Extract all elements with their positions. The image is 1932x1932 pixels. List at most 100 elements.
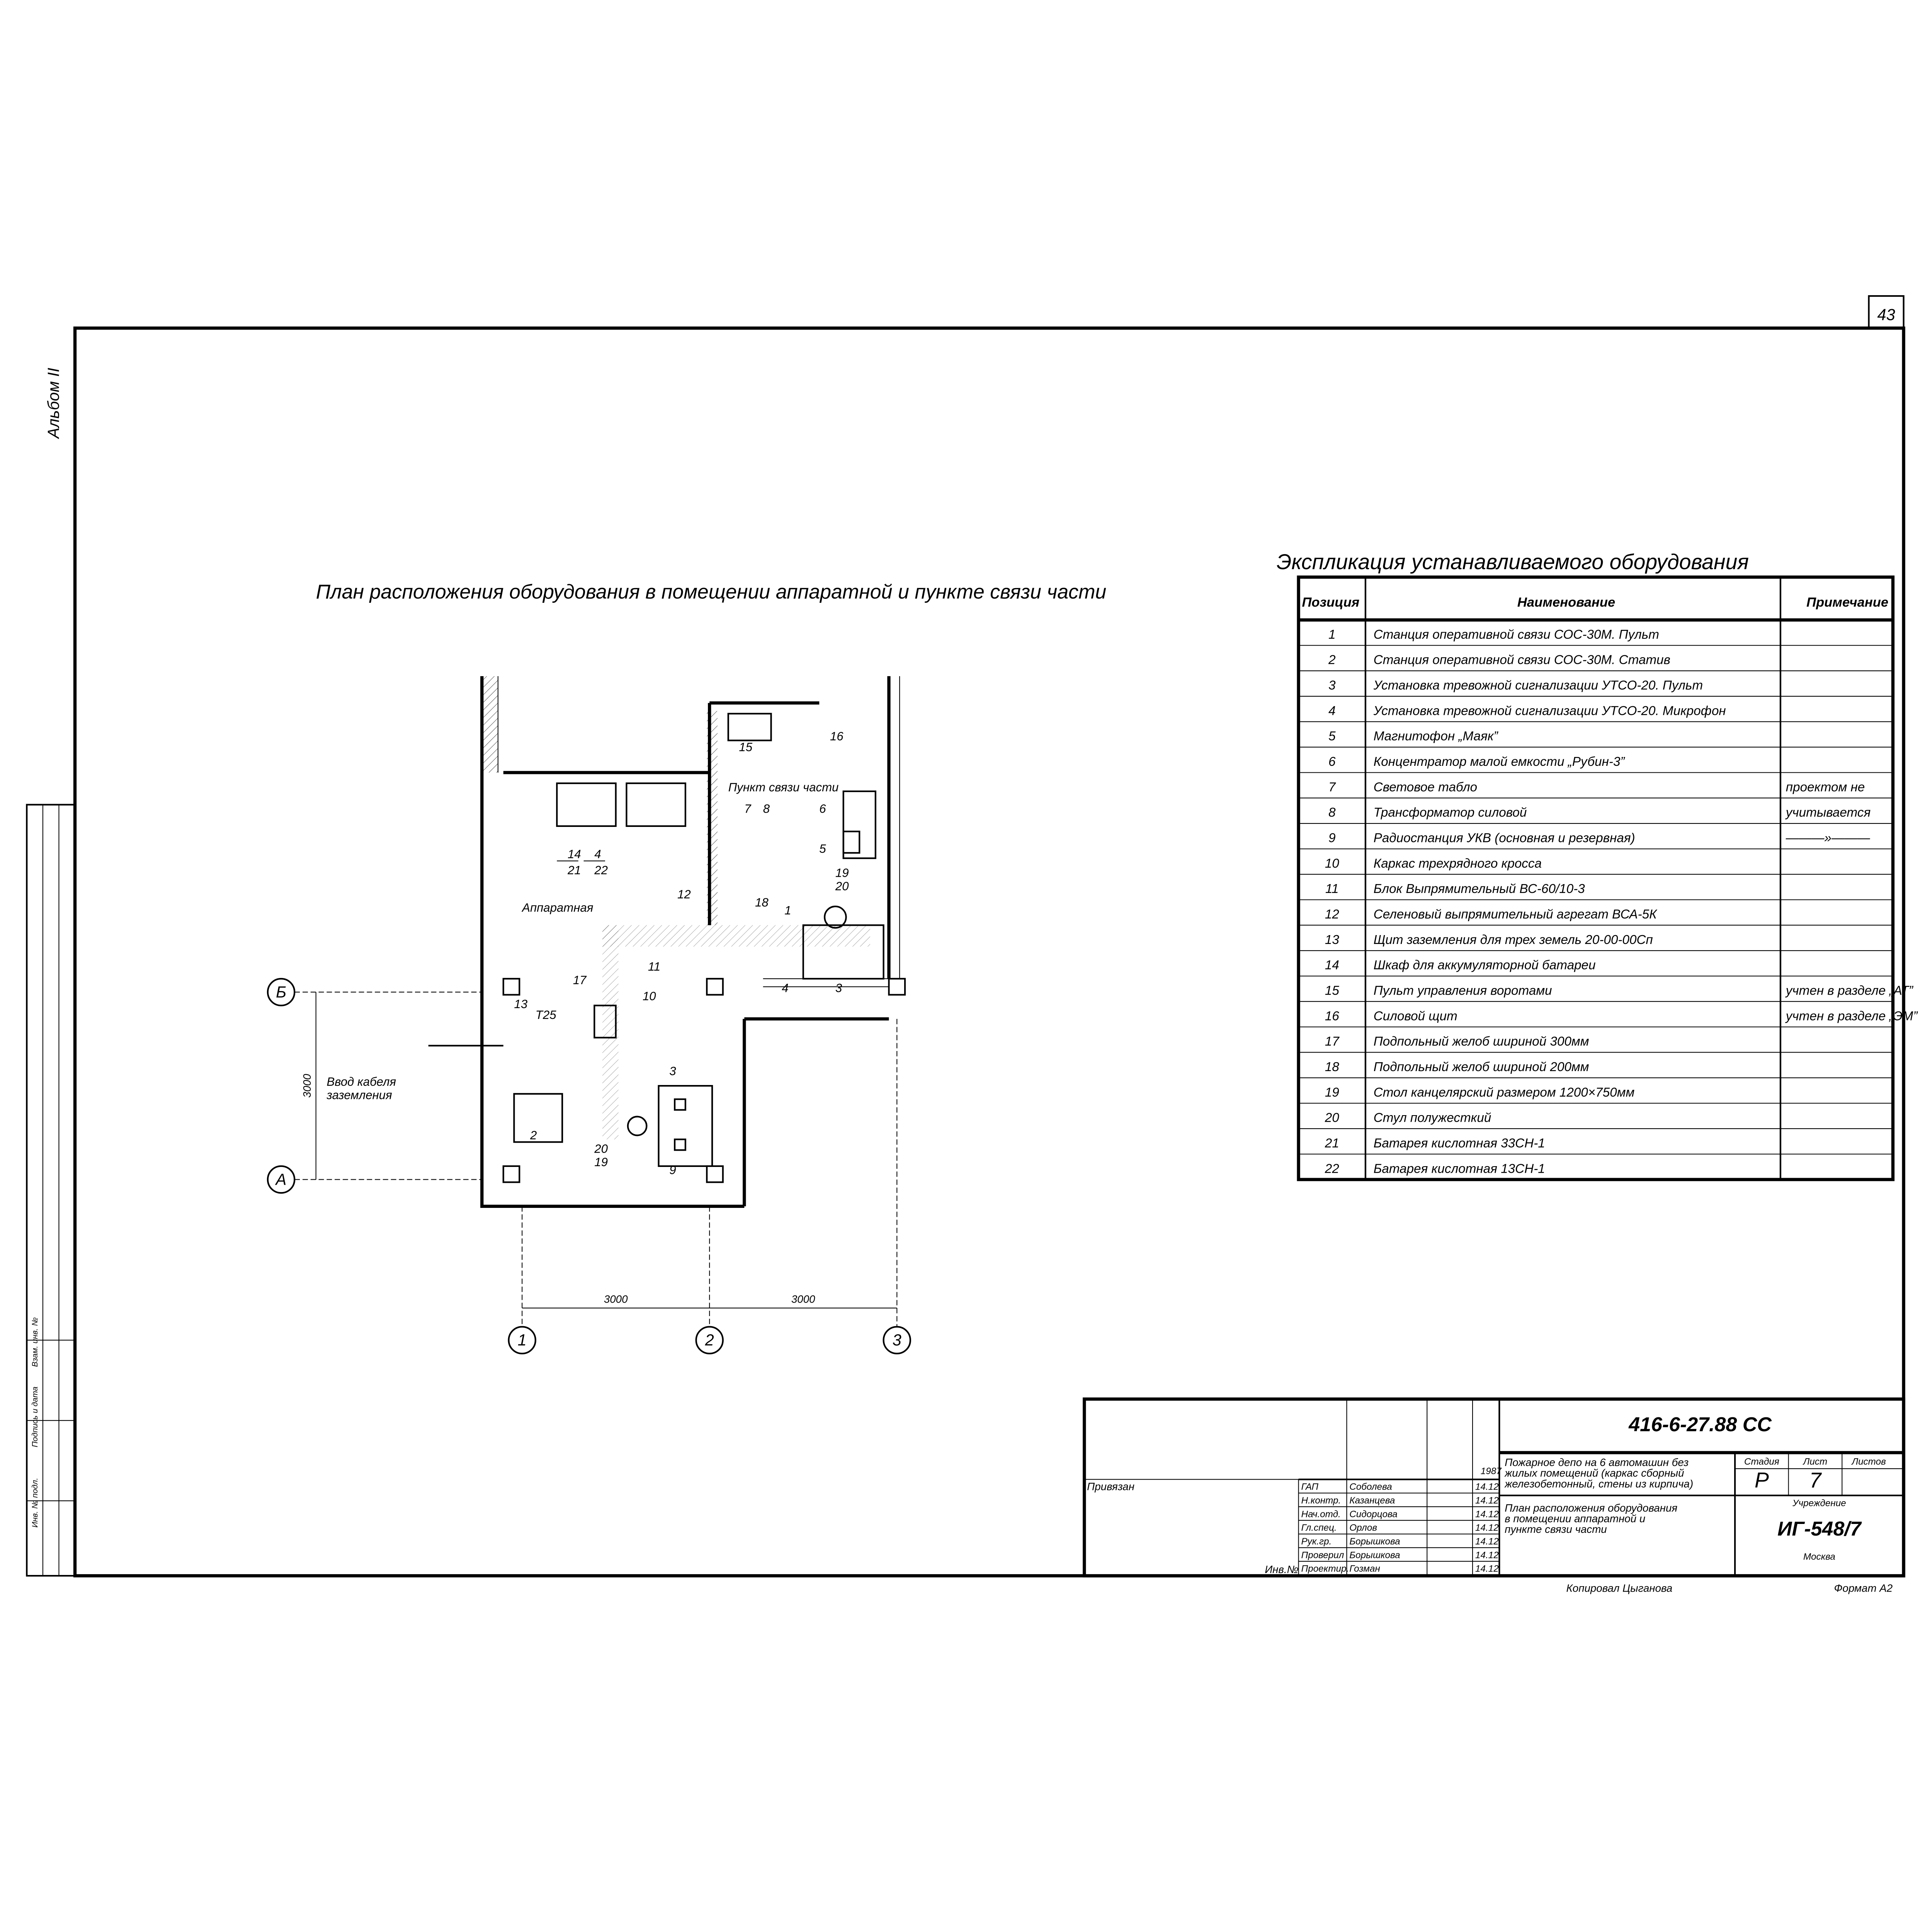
explication-table[interactable]: Экспликация устанавливаемого оборудовани… [1277,550,1918,1181]
table-cell-id[interactable]: 21 [1325,1136,1339,1150]
table-cell-name[interactable]: Концентратор малой емкости „Рубин-3” [1374,755,1626,769]
svg-text:железобетонный, стены из кирпи: железобетонный, стены из кирпича) [1504,1478,1693,1490]
svg-text:3000: 3000 [791,1293,815,1305]
svg-text:17: 17 [573,973,587,987]
svg-text:Учреждение: Учреждение [1792,1498,1846,1509]
svg-text:ИГ-548/7: ИГ-548/7 [1777,1518,1862,1540]
table-cell-id[interactable]: 8 [1328,806,1336,820]
table-cell-name[interactable]: Станция оперативной связи СОС-30М. Пульт [1374,628,1659,642]
table-cell-id[interactable]: 15 [1325,983,1339,998]
svg-text:18: 18 [755,896,769,909]
table-cell-id[interactable]: 7 [1328,780,1336,794]
sig-name: Соболева [1349,1482,1392,1492]
sig-role: Н.контр. [1301,1495,1341,1506]
svg-text:20: 20 [594,1142,608,1155]
sig-date: 14.12 [1475,1550,1499,1560]
table-cell-name[interactable]: Стул полужесткий [1374,1111,1492,1125]
svg-text:416-6-27.88 СС: 416-6-27.88 СС [1628,1413,1772,1436]
svg-text:3000: 3000 [604,1293,628,1305]
sig-name: Борышкова [1349,1536,1400,1547]
table-cell-name[interactable]: Подпольный желоб шириной 300мм [1374,1034,1589,1049]
table-cell-id[interactable]: 4 [1328,704,1336,718]
table-cell-name[interactable]: Установка тревожной сигнализации УТСО-20… [1373,704,1726,718]
table-cell-id[interactable]: 1 [1328,628,1336,642]
table-cell-name[interactable]: Селеновый выпрямительный агрегат ВСА-5К [1374,907,1658,922]
svg-text:19: 19 [594,1155,608,1169]
svg-text:20: 20 [835,879,849,893]
table-cell-id[interactable]: 17 [1325,1034,1340,1049]
sig-name: Борышкова [1349,1550,1400,1560]
svg-text:Листов: Листов [1851,1457,1886,1467]
table-cell-name[interactable]: Трансформатор силовой [1374,806,1527,820]
drawing-border [73,326,1905,1578]
table-cell-note[interactable]: учтен в разделе „ЭМ” [1785,1009,1918,1023]
table-cell-id[interactable]: 10 [1325,856,1339,871]
table-cell-id[interactable]: 22 [1325,1162,1339,1176]
svg-text:План расположения оборудования: План расположения оборудования [1505,1502,1677,1514]
table-cell-note[interactable]: проектом не [1786,780,1865,794]
svg-text:Пункт связи части: Пункт связи части [728,781,839,794]
svg-text:3: 3 [893,1331,901,1349]
table-cell-name[interactable]: Батарея кислотная 13СН-1 [1374,1162,1545,1176]
sig-role: Проектир. [1301,1564,1349,1574]
table-cell-note[interactable]: учтен в разделе „АТ” [1785,983,1914,998]
table-cell-id[interactable]: 12 [1325,907,1339,922]
table-cell-name[interactable]: Силовой щит [1374,1009,1458,1023]
svg-text:Р: Р [1755,1468,1769,1492]
table-cell-note[interactable]: учитывается [1785,806,1871,820]
plan-title: План расположения оборудования в помещен… [316,581,1107,603]
table-cell-id[interactable]: 11 [1325,882,1339,896]
svg-text:12: 12 [677,888,691,901]
table-cell-id[interactable]: 5 [1328,729,1336,743]
table-cell-id[interactable]: 14 [1325,958,1339,973]
table-cell-name[interactable]: Каркас трехрядного кросса [1374,856,1542,871]
svg-text:3000: 3000 [301,1074,313,1098]
sig-date: 14.12 [1475,1536,1499,1547]
table-cell-id[interactable]: 2 [1328,653,1336,667]
table-cell-name[interactable]: Блок Выпрямительный ВС-60/10-3 [1374,882,1585,896]
table-cell-name[interactable]: Установка тревожной сигнализации УТСО-20… [1373,679,1703,693]
table-cell-note[interactable]: ———»——— [1786,831,1871,845]
svg-text:4: 4 [594,847,601,861]
svg-text:заземления: заземления [326,1088,392,1102]
table-cell-name[interactable]: Радиостанция УКВ (основная и резервная) [1374,831,1635,845]
table-cell-id[interactable]: 3 [1328,679,1336,693]
table-cell-id[interactable]: 16 [1325,1009,1339,1023]
left-stamp-area: Альбом II Инв. № подл. Подпись и дата Вз… [26,367,76,1577]
sig-name: Орлов [1349,1523,1377,1533]
sig-date: 14.12 [1475,1482,1499,1492]
table-cell-id[interactable]: 19 [1325,1085,1339,1100]
svg-text:пункте связи части: пункте связи части [1505,1523,1607,1535]
svg-text:3: 3 [669,1064,676,1078]
table-cell-name[interactable]: Шкаф для аккумуляторной батареи [1374,958,1596,973]
table-cell-name[interactable]: Подпольный желоб шириной 200мм [1374,1060,1589,1074]
svg-text:Стадия: Стадия [1744,1457,1779,1467]
sig-role: Проверил [1301,1550,1344,1560]
table-cell-name[interactable]: Магнитофон „Маяк” [1374,729,1499,743]
page-num-box [1868,295,1905,329]
table-cell-name[interactable]: Станция оперативной связи СОС-30М. Стати… [1374,653,1670,667]
svg-text:4: 4 [782,981,788,995]
sig-date: 14.12 [1475,1564,1499,1574]
svg-text:7: 7 [744,802,752,815]
table-cell-id[interactable]: 20 [1325,1111,1339,1125]
table-cell-id[interactable]: 13 [1325,933,1339,947]
table-cell-name[interactable]: Щит заземления для трех земель 20-00-00С… [1374,933,1653,947]
svg-text:жилых помещений (каркас сборны: жилых помещений (каркас сборный [1504,1467,1684,1479]
table-cell-id[interactable]: 6 [1328,755,1336,769]
table-cell-name[interactable]: Световое табло [1374,780,1477,794]
svg-text:А: А [275,1170,287,1188]
table-cell-id[interactable]: 9 [1328,831,1336,845]
svg-text:7: 7 [1809,1468,1822,1492]
svg-text:Взам. инв. №: Взам. инв. № [31,1317,39,1367]
table-cell-name[interactable]: Стол канцелярский размером 1200×750мм [1374,1085,1635,1100]
table-cell-id[interactable]: 18 [1325,1060,1339,1074]
svg-text:Инв.№: Инв.№ [1265,1563,1298,1575]
table-cell-name[interactable]: Батарея кислотная 33СН-1 [1374,1136,1545,1150]
sig-role: Рук.гр. [1301,1536,1332,1547]
svg-text:Привязан: Привязан [1087,1480,1134,1492]
table-cell-name[interactable]: Пульт управления воротами [1374,983,1552,998]
svg-text:1: 1 [518,1331,527,1349]
